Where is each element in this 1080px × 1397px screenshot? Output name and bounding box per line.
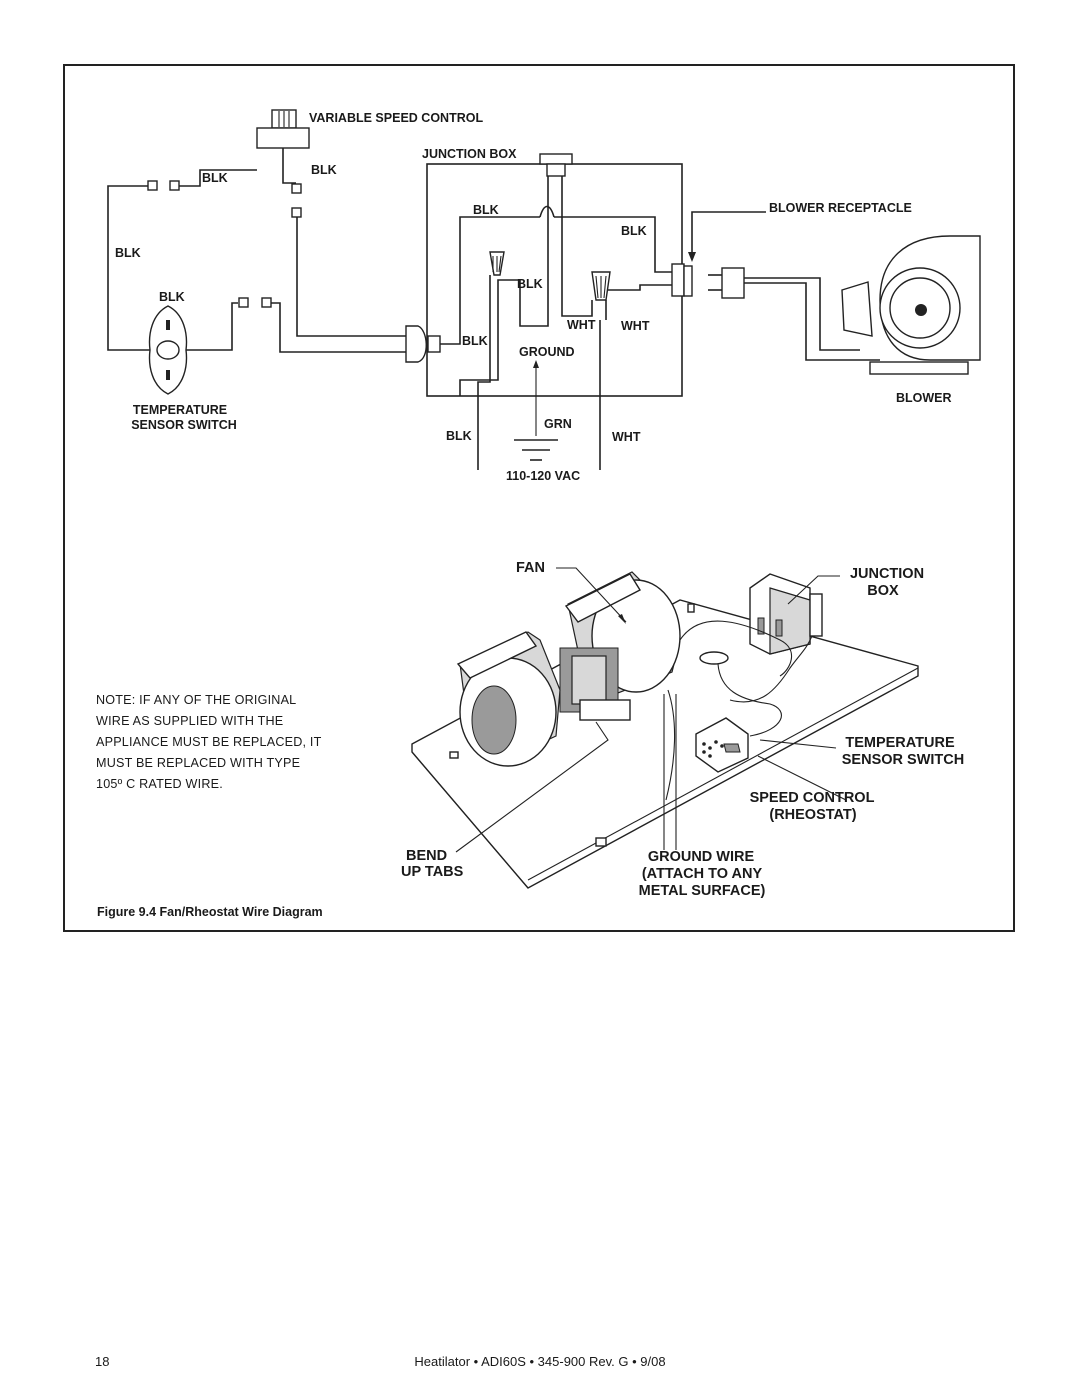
label-blk-5: BLK [115,246,141,260]
label-temp-sensor-line1: TEMPERATURE [133,403,227,417]
label-blk-9: BLK [446,429,472,443]
label-blk-2: BLK [202,171,228,185]
label-ground: GROUND [519,345,575,359]
connector-terminal [291,207,302,218]
base-plate-icon [411,599,919,889]
label-ground-wire-line3: METAL SURFACE) [639,883,766,899]
variable-speed-control-icon [256,109,310,149]
label-supply-voltage: 110-120 VAC [506,469,580,483]
label-grn: GRN [544,417,572,431]
label-blk-1: BLK [311,163,337,177]
figure-frame [63,64,1015,932]
connector-terminal [291,183,302,194]
label-blk-7: BLK [159,290,185,304]
connector-terminal [169,180,180,191]
connector-terminal [238,297,249,308]
label-junction-line1: JUNCTION [850,566,924,582]
label-blower-receptacle: BLOWER RECEPTACLE [769,201,912,215]
label-junction-box: JUNCTION BOX [422,147,517,161]
note-text: NOTE: IF ANY OF THE ORIGINAL WIRE AS SUP… [96,693,322,791]
label-blk-8: BLK [462,334,488,348]
label-ground-wire-line1: GROUND WIRE [648,849,755,865]
label-wht-1: WHT [567,318,596,332]
label-blk-3: BLK [473,203,499,217]
label-blk-4: BLK [621,224,647,238]
label-fan: FAN [516,560,545,576]
label-temp-sensor-line2: SENSOR SWITCH [131,418,237,432]
front-blower-icon [456,631,561,767]
label-assembly-temp-line2: SENSOR SWITCH [842,752,964,768]
label-speed-control-line1: SPEED CONTROL [750,790,875,806]
label-variable-speed-control: VARIABLE SPEED CONTROL [309,111,483,125]
speed-control-icon [695,717,749,773]
label-speed-control-line2: (RHEOSTAT) [769,807,856,823]
connector-terminal [261,297,272,308]
connector-terminal [147,180,158,191]
junction-box-icon [749,573,823,655]
fan-motor-icon [559,647,631,721]
footer-text: Heatilator • ADI60S • 345-900 Rev. G • 9… [414,1354,666,1369]
label-bend-line2: UP TABS [401,864,464,880]
label-blower: BLOWER [896,391,952,405]
blower-icon [841,235,981,375]
label-ground-wire-line2: (ATTACH TO ANY [642,866,763,882]
figure-caption: Figure 9.4 Fan/Rheostat Wire Diagram [97,905,323,919]
label-blk-6: BLK [517,277,543,291]
temperature-sensor-icon [699,651,729,665]
label-assembly-temp-line1: TEMPERATURE [845,735,955,751]
temperature-sensor-switch-icon [148,305,188,395]
label-wht-3: WHT [612,430,641,444]
label-wht-2: WHT [621,319,650,333]
junction-box-outline [426,163,683,397]
label-bend-line1: BEND [406,848,447,864]
label-junction-line2: BOX [867,583,899,599]
page-number: 18 [95,1354,110,1369]
